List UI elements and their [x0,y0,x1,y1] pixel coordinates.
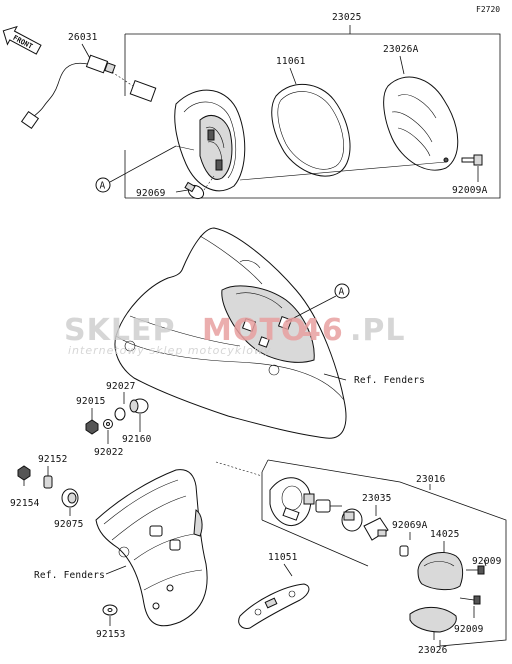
watermark-brand-c: 46 [300,313,344,348]
washer-92022 [103,419,113,429]
watermark: SKLEP MOTO 46 .PL internetowy sklep moto… [64,313,406,357]
callout-a-upper [95,177,111,193]
grommet-92075 [61,488,79,508]
license-light-assembly-frame [215,459,507,647]
ref-fenders-left: Ref. Fenders [34,570,105,581]
washer-92153 [102,604,118,616]
part-92009-upper-label: 92009 [472,556,502,567]
part-92069A-label: 92069A [392,520,428,531]
part-92027-label: 92027 [106,381,136,392]
part-14025-label: 14025 [430,529,460,540]
part-23026A-label: 23026A [383,44,419,55]
bulb-92069 [184,181,205,200]
rear-fender [114,227,347,439]
part-23025-label: 23025 [332,12,362,23]
part-92009A-label: 92009A [452,185,488,196]
wire-harness-26031 [20,54,116,130]
socket-23035 [341,508,363,532]
screw-92009A [461,154,483,166]
socket-wire [315,499,342,513]
gasket-11061 [271,83,351,177]
watermark-brand-b: MOTO [202,313,307,348]
part-92069-label: 92069 [136,188,166,199]
part-92009-lower-label: 92009 [454,624,484,635]
part-23026-label: 23026 [418,645,448,656]
tail-light-housing [174,89,246,192]
part-11051-label: 11051 [268,552,298,563]
lens-23026A [383,76,459,171]
nut-92015 [85,419,99,435]
part-23016-label: 23016 [416,474,446,485]
screw-92009-lower [459,595,481,605]
callout-a-lower-letter: A [339,287,345,298]
collar-92027 [114,407,126,421]
screw-92009-upper [466,565,485,575]
connector-26031-lamp [129,80,157,102]
part-92154-label: 92154 [10,498,40,509]
bolt-92154 [17,465,31,486]
part-92075-label: 92075 [54,519,84,530]
part-92153-label: 92153 [96,629,126,640]
part-26031-label: 26031 [68,32,98,43]
license-plate-bracket [95,469,208,627]
cover-14025 [417,552,464,591]
callout-a-upper-letter: A [100,181,106,192]
bulb-92069A [399,545,409,557]
watermark-brand-d: .PL [350,313,406,348]
part-92022-label: 92022 [94,447,124,458]
front-direction-arrow: FRONT [2,25,42,55]
part-11061-label: 11061 [276,56,306,67]
part-92160-label: 92160 [122,434,152,445]
lens-23026 [409,607,457,633]
holder-23035 [363,517,389,541]
collar-92152 [43,475,53,489]
license-light-base [269,477,315,526]
callout-a-lower [334,283,350,299]
ref-fenders-right: Ref. Fenders [354,375,425,386]
part-92015-label: 92015 [76,396,106,407]
watermark-tagline: internetowy sklep motocyklowy [68,344,272,357]
grommet-92160 [129,398,149,414]
watermark-brand-a: SKLEP [64,313,175,348]
diagram-code: F2720 [476,5,500,14]
part-92152-label: 92152 [38,454,68,465]
part-23035-label: 23035 [362,493,392,504]
bracket-11051 [238,583,310,629]
